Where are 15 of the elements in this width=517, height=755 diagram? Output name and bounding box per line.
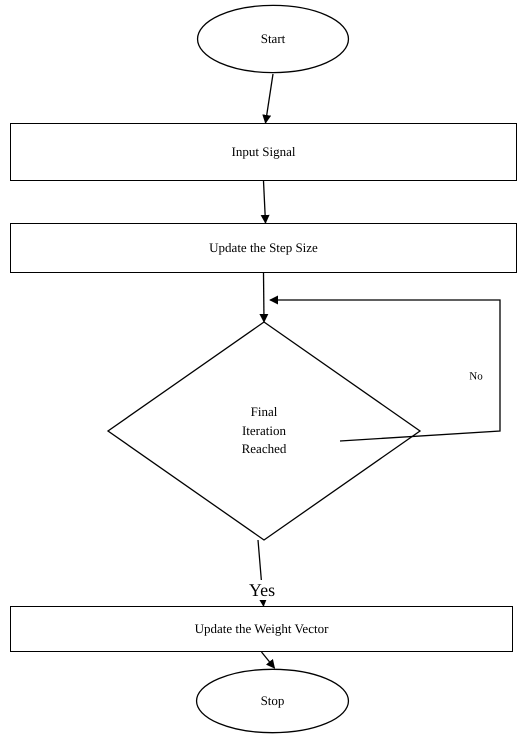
process-box [10, 223, 517, 273]
node-label: Final Iteration Reached [240, 402, 288, 458]
process-box [10, 606, 513, 652]
node-label: Stop [260, 692, 284, 710]
arrow [261, 652, 276, 669]
node-label: Update the Step Size [209, 238, 318, 257]
edge-label: Yes [248, 580, 276, 600]
arrow [262, 74, 274, 124]
node-label: Update the Weight Vector [194, 620, 328, 638]
process-box [10, 123, 517, 181]
arrow [259, 273, 268, 323]
node-label: Start [260, 30, 286, 48]
arrow [269, 296, 501, 442]
node-label: Input Signal [232, 142, 296, 161]
arrow [260, 180, 270, 224]
